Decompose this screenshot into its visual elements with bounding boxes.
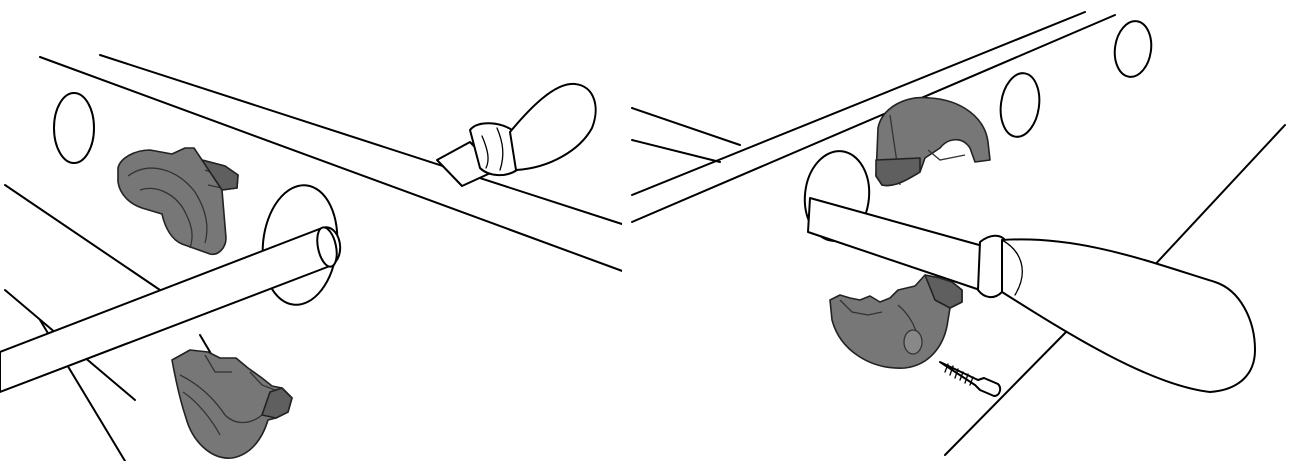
left-panel-hole-small <box>54 93 94 163</box>
panel-gap <box>622 0 632 461</box>
right-panel <box>632 12 1285 455</box>
right-upper-bearing-half <box>876 98 990 186</box>
right-panel-hole-far <box>1111 19 1154 79</box>
right-panel-hole-mid <box>997 71 1044 140</box>
left-rod-bar <box>0 226 340 392</box>
screw-icon <box>940 362 1000 396</box>
left-upper-bearing-half <box>118 148 238 254</box>
left-lower-bearing-half <box>172 350 292 458</box>
right-lower-bearing-half <box>830 275 962 368</box>
left-handle <box>437 84 596 186</box>
left-panel <box>0 55 625 461</box>
